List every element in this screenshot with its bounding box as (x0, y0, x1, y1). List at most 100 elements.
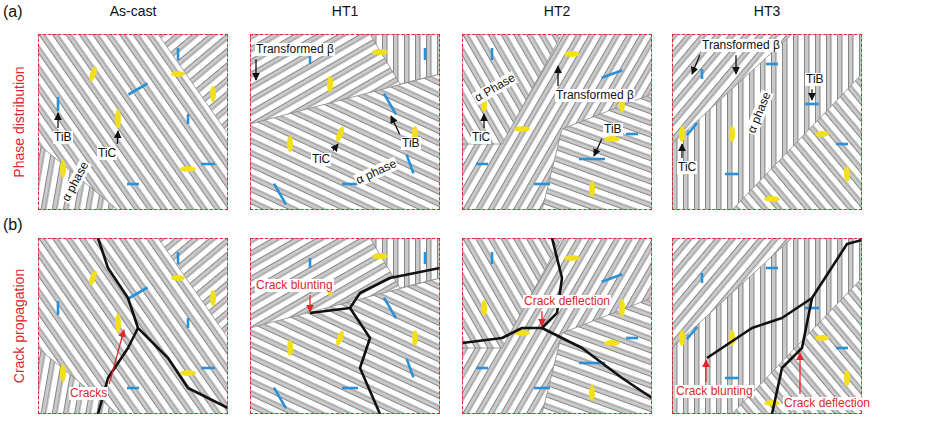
alpha-colony (38, 34, 228, 210)
leader-arrow (309, 295, 310, 312)
alpha-colony (672, 238, 862, 414)
tic-particle (115, 109, 121, 129)
tic-particle (564, 51, 580, 57)
phase-label: TiB (805, 73, 825, 86)
phase-label: Transformed β (555, 89, 635, 102)
tib-whisker (57, 97, 60, 111)
microstructure-inner (250, 34, 440, 210)
tic-particle (589, 181, 595, 197)
alpha-colony (542, 298, 652, 414)
leader-arrow (109, 330, 124, 384)
tib-whisker (187, 318, 190, 328)
tic-particle (729, 126, 735, 142)
tib-whisker (407, 359, 414, 378)
tic-particle (412, 330, 418, 346)
tib-whisker (602, 70, 623, 78)
column-header: HT2 (544, 4, 570, 19)
tib-whisker (128, 288, 147, 299)
leader-arrow (391, 116, 400, 134)
phase-label: TiB (401, 137, 421, 150)
tib-whisker (602, 274, 623, 282)
alpha-colony (158, 34, 228, 134)
alpha-colony (672, 34, 862, 210)
row-label: Crack propagation (12, 269, 27, 383)
alpha-colony (672, 238, 792, 348)
alpha-colony (250, 34, 440, 210)
alpha-colony (370, 238, 440, 288)
tic-particle (171, 71, 185, 77)
crack-label: Crack deflection (783, 397, 871, 410)
alpha-colony (38, 144, 118, 210)
tib-whisker (384, 298, 396, 319)
leader-arrow (799, 353, 800, 394)
tib-whisker (725, 173, 739, 176)
phase-label: α Phase (472, 71, 519, 106)
crack-path (98, 238, 228, 408)
micrograph-panel: TiCTransformed βα PhaseTiB (462, 34, 652, 210)
leader-arrow (681, 144, 682, 158)
phase-label: α phase (353, 157, 399, 188)
micrograph-panel: Crack bluntingCrack deflection (672, 238, 862, 414)
microstructure (250, 238, 440, 414)
tic-particle (619, 299, 625, 317)
panel-letter: (b) (3, 216, 23, 234)
tic-particle (372, 253, 388, 259)
tib-whisker (687, 123, 697, 135)
tib-whisker (766, 267, 778, 270)
tic-particle (564, 255, 580, 261)
tib-whisker (309, 258, 312, 268)
tib-whisker (701, 273, 704, 283)
phase-label: TiB (603, 123, 623, 136)
microstructure (462, 34, 652, 210)
tib-whisker (201, 367, 215, 370)
microstructure (38, 238, 228, 414)
tib-whisker (187, 114, 190, 124)
tib-whisker (424, 48, 427, 60)
column-header: As-cast (110, 4, 157, 19)
micrograph-panel: Crack deflection (462, 238, 652, 414)
leader-arrow (57, 113, 58, 128)
alpha-colony (250, 278, 440, 414)
micrograph-panel: Transformed β TiB TiC α phase (672, 34, 862, 210)
alpha-colony (462, 34, 562, 144)
tib-whisker (626, 337, 638, 340)
tib-whisker (128, 84, 147, 95)
microstructure-inner (462, 34, 652, 210)
tib-whisker (342, 387, 358, 390)
tib-whisker (626, 133, 638, 136)
microstructure-inner (672, 238, 862, 414)
tic-particle (180, 166, 196, 172)
microstructure-inner (250, 238, 440, 414)
microstructure-inner (38, 34, 228, 210)
crack-path (707, 240, 862, 358)
crack-label: Crack deflection (523, 295, 611, 308)
tib-whisker (836, 143, 848, 146)
alpha-colony (542, 94, 652, 210)
alpha-colony (672, 34, 792, 144)
tic-particle (87, 65, 98, 82)
tic-particle (60, 160, 66, 178)
tic-particle (764, 400, 780, 406)
leader-arrow (594, 139, 602, 156)
tic-particle (604, 136, 620, 142)
phase-label: α phase (745, 89, 774, 136)
leader-arrow (483, 114, 484, 128)
alpha-colony (462, 34, 652, 210)
tic-particle (287, 136, 293, 152)
alpha-colony (732, 74, 862, 210)
phase-label: TiB (53, 131, 73, 144)
phase-label: Transformed β (255, 43, 335, 56)
column-header: HT3 (754, 4, 780, 19)
phase-label: Transformed β (701, 39, 781, 52)
leader-arrow (117, 131, 119, 144)
tic-particle (604, 340, 620, 346)
tic-particle (210, 86, 216, 102)
phase-label: TiC (677, 161, 697, 174)
alpha-colony (158, 238, 228, 338)
alpha-colony (38, 238, 228, 414)
tib-whisker (805, 103, 819, 106)
crack-label: Crack blunting (255, 279, 334, 292)
crack-path (98, 328, 138, 414)
microstructure (672, 238, 862, 414)
